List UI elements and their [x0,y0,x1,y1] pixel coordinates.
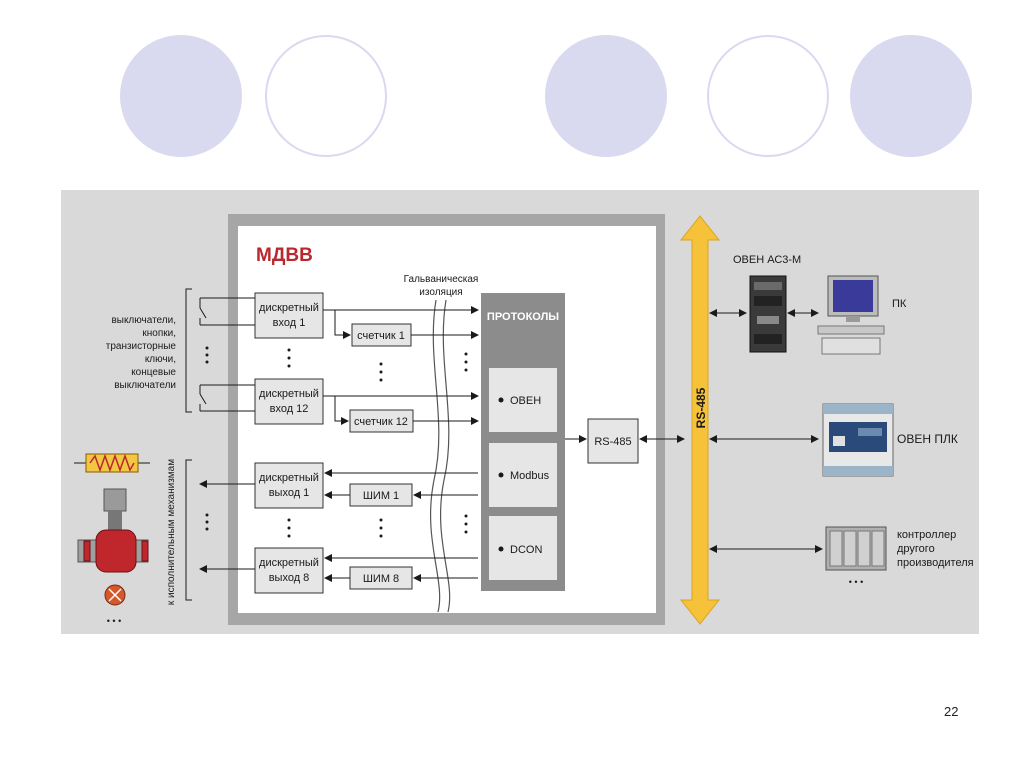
discrete-output-8-line1: дискретный [259,557,319,569]
third-party-controller-icon [825,526,887,571]
rs485-interface-box [587,418,639,464]
decor-circle-3 [545,35,667,157]
discrete-output-1-box [254,462,324,509]
pc-icon [817,275,885,355]
galvanic-isolation-barrier [430,299,451,613]
input-devices-line6: выключатели [114,380,176,391]
valve-actuator-icon [77,488,149,573]
counter-1-label: счетчик 1 [357,330,405,342]
discrete-output-1-line1: дискретный [259,472,319,484]
controller-label-line2: другого [897,543,935,555]
isolation-label-line2: изоляция [419,287,462,298]
discrete-output-1-line2: выход 1 [269,487,310,499]
controller-label-line1: контроллер [897,529,956,541]
module-title: МДВВ [256,245,313,266]
controller-label-line3: производителя [897,557,974,569]
discrete-input-1-line1: дискретный [259,302,319,314]
discrete-input-12-line2: вход 12 [270,403,309,415]
rs485-bus [679,215,721,625]
protocol-dcon-label: DCON [510,544,542,556]
input-switches [185,288,255,413]
ac3m-label: ОВЕН АС3-М [733,254,801,266]
plc-label: ОВЕН ПЛК [897,432,958,446]
input-devices-line2: кнопки, [142,328,176,339]
discrete-input-1-line2: вход 1 [273,317,306,329]
ac3m-converter-icon [749,275,787,353]
decor-circle-2 [265,35,387,157]
rs485-interface-label: RS-485 [594,436,631,448]
indicator-lamp-icon [104,584,126,606]
discrete-input-12-box [254,378,324,425]
counter-1-feed-arrow [334,310,351,339]
discrete-input-12-line1: дискретный [259,388,319,400]
counter-12-label: счетчик 12 [354,416,408,428]
actuators-label: к исполнительным механизмам [166,459,177,605]
continuation-dots [205,346,468,538]
oven-plc-icon [822,403,894,477]
decor-circle-5 [850,35,972,157]
slide-number: 22 [944,704,959,719]
input-devices-line5: концевые [131,367,176,378]
actuators-more-dots: • • • [107,616,121,626]
protocol-oven-bullet [498,397,504,403]
protocol-modbus-bullet [498,472,504,478]
input-devices-line1: выключатели, [111,315,176,326]
controller-more-dots: • • • [849,577,863,587]
pc-label: ПК [892,298,907,310]
protocol-oven-label: ОВЕН [510,395,541,407]
output-bracket [185,459,192,601]
protocols-header: ПРОТОКОЛЫ [487,311,559,323]
isolation-label-line1: Гальваническая [404,274,479,285]
decor-circle-4 [707,35,829,157]
protocol-modbus-label: Modbus [510,470,550,482]
pwm-1-label: ШИМ 1 [363,490,399,502]
bus-label: RS-485 [694,387,708,428]
counter-12-feed-arrow [334,396,349,425]
pwm-8-label: ШИМ 8 [363,573,399,585]
input-devices-line3: транзисторные [106,341,177,352]
discrete-output-8-line2: выход 8 [269,572,310,584]
discrete-input-1-box [254,292,324,339]
heater-icon [74,453,150,473]
input-devices-line4: ключи, [145,354,176,365]
protocol-dcon-bullet [498,546,504,552]
decor-circle-1 [120,35,242,157]
discrete-output-8-box [254,547,324,594]
